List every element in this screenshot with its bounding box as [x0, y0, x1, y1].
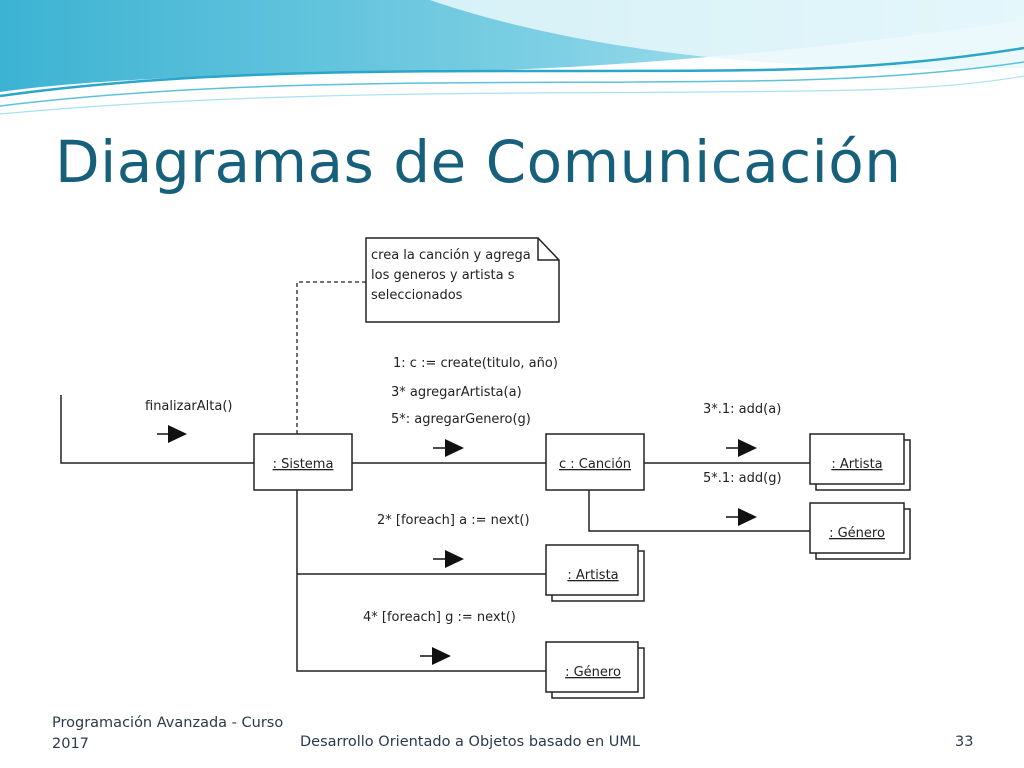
multiobject-genero-list-label: : Género: [565, 665, 621, 680]
object-sistema: : Sistema: [253, 433, 353, 491]
msg-add-artista: 3*.1: add(a): [703, 402, 781, 417]
object-cancion-label: c : Canción: [559, 457, 631, 472]
link-sistema-lists: [296, 490, 546, 672]
page-number: 33: [955, 734, 974, 750]
multiobject-artista-list: : Artista: [545, 544, 645, 602]
filled-arrow-right-icon: [157, 425, 187, 443]
header-wave-line-3: [0, 75, 1024, 115]
filled-arrow-right-icon: [726, 508, 757, 526]
footer-course: Programación Avanzada - Curso 2017: [52, 715, 284, 752]
slide-title: Diagramas de Comunicación: [55, 128, 902, 196]
note-box: [365, 237, 560, 323]
filled-arrow-right-icon: [726, 439, 757, 457]
filled-arrow-right-icon: [420, 647, 451, 665]
multiobject-genero-label: : Género: [829, 526, 885, 541]
msg-agregar-genero: 5*: agregarGenero(g): [391, 412, 531, 427]
note-anchor-line: [296, 281, 366, 434]
note-line-1: crea la canción y agrega: [371, 248, 531, 263]
multiobject-artista-list-label: : Artista: [567, 568, 618, 583]
multiobject-artista-label: : Artista: [831, 457, 882, 472]
note-line-3: seleccionados: [371, 288, 463, 303]
note-line-2: los generos y artista s: [371, 268, 515, 283]
header-wave-line-2: [0, 61, 1024, 107]
filled-arrow-right-icon: [433, 439, 464, 457]
note-fold-corner: [537, 238, 559, 261]
msg-next-artista: 2* [foreach] a := next(): [377, 513, 530, 528]
multiobject-genero: : Género: [809, 502, 911, 560]
msg-finalizar-alta: finalizarAlta(): [145, 399, 232, 414]
object-sistema-label: : Sistema: [273, 457, 334, 472]
header-wave-line-1: [0, 46, 1024, 98]
msg-agregar-artista: 3* agregarArtista(a): [391, 385, 522, 400]
link-actor-sistema: [60, 395, 254, 464]
msg-add-genero: 5*.1: add(g): [703, 471, 782, 486]
multiobject-artista: : Artista: [809, 433, 911, 491]
multiobject-genero-list: : Género: [545, 641, 645, 699]
footer-topic: Desarrollo Orientado a Objetos basado en…: [300, 734, 640, 750]
header-wave-light: [430, 0, 1024, 70]
filled-arrow-right-icon: [433, 550, 464, 568]
link-cancion-genero: [588, 490, 810, 532]
msg-create: 1: c := create(titulo, año): [393, 356, 558, 371]
object-cancion: c : Canción: [545, 433, 645, 491]
msg-next-genero: 4* [foreach] g := next(): [363, 610, 516, 625]
